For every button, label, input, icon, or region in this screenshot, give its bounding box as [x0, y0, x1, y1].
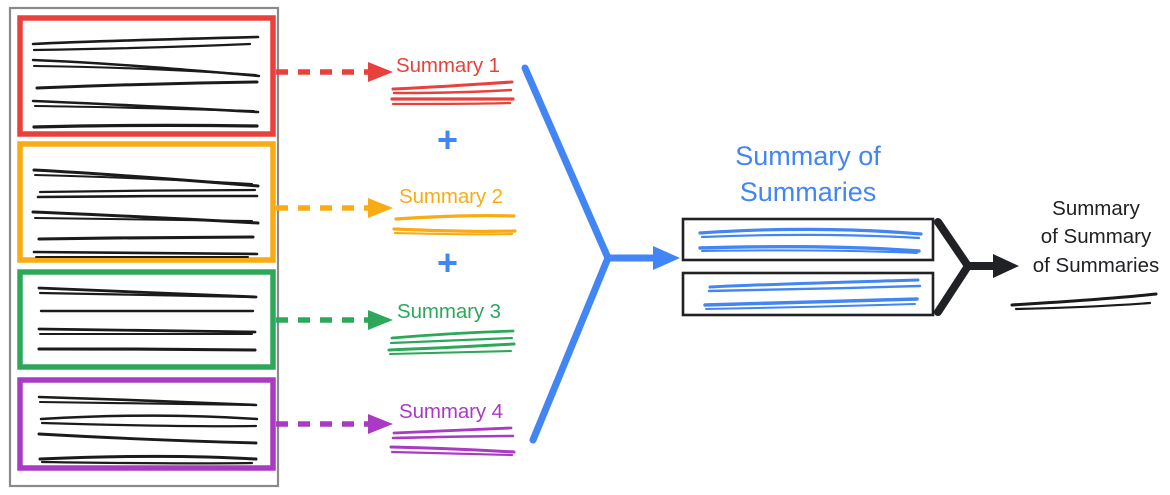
final-title-line-3: of Summaries	[1032, 253, 1160, 277]
sos-box-1-border	[681, 217, 935, 262]
summary-2-scribble	[392, 214, 517, 236]
chunk-2-border	[17, 141, 276, 263]
dashed-arrow-4	[276, 414, 393, 434]
chunk-2-orange	[17, 141, 276, 263]
blue-merge-arrow	[521, 64, 680, 444]
final-summary-title: Summary of Summary of Summaries	[1022, 195, 1170, 280]
chunk-4-border	[17, 377, 276, 471]
summary-3-scribble	[387, 329, 516, 356]
sos-box-1-scribble	[698, 227, 923, 254]
final-title-line-1: Summary	[1052, 197, 1140, 220]
sos-box-1	[681, 217, 935, 262]
source-document-outline	[8, 6, 280, 488]
dashed-arrow-2	[276, 198, 393, 218]
chunk-3-green	[17, 269, 276, 370]
summary-3-label: Summary 3	[397, 300, 501, 323]
summary-2-label: Summary 2	[399, 185, 503, 208]
black-merge-arrow	[934, 218, 1019, 316]
chunk-1-red	[17, 15, 276, 137]
dashed-arrow-3	[276, 310, 393, 330]
summary-4-label: Summary 4	[399, 400, 503, 423]
chunk-4-text-lines	[37, 395, 259, 465]
chunk-3-text-lines	[37, 286, 258, 352]
chunk-1-border	[17, 15, 276, 137]
final-scribble	[1010, 292, 1158, 311]
dashed-arrow-1	[276, 62, 393, 82]
sos-title-line-2: Summaries	[739, 176, 877, 207]
sos-box-2	[681, 271, 935, 317]
summary-4-scribble	[389, 426, 516, 457]
plus-icon-2: +	[437, 242, 459, 283]
chunk-1-text-lines	[31, 35, 261, 129]
summary-1-label: Summary 1	[396, 54, 500, 77]
chunk-3-border	[17, 269, 276, 370]
summary-1-scribble	[390, 80, 515, 106]
chunk-2-text-lines	[31, 168, 260, 258]
summary-of-summaries-title: Summary of Summaries	[683, 139, 933, 210]
source-document	[8, 6, 280, 488]
chunk-4-purple	[17, 377, 276, 471]
sos-title-line-1: Summary of	[735, 141, 881, 171]
sos-box-2-scribble	[703, 278, 922, 310]
plus-icon-1: +	[437, 119, 459, 160]
final-title-line-2: of Summary	[1040, 225, 1152, 249]
